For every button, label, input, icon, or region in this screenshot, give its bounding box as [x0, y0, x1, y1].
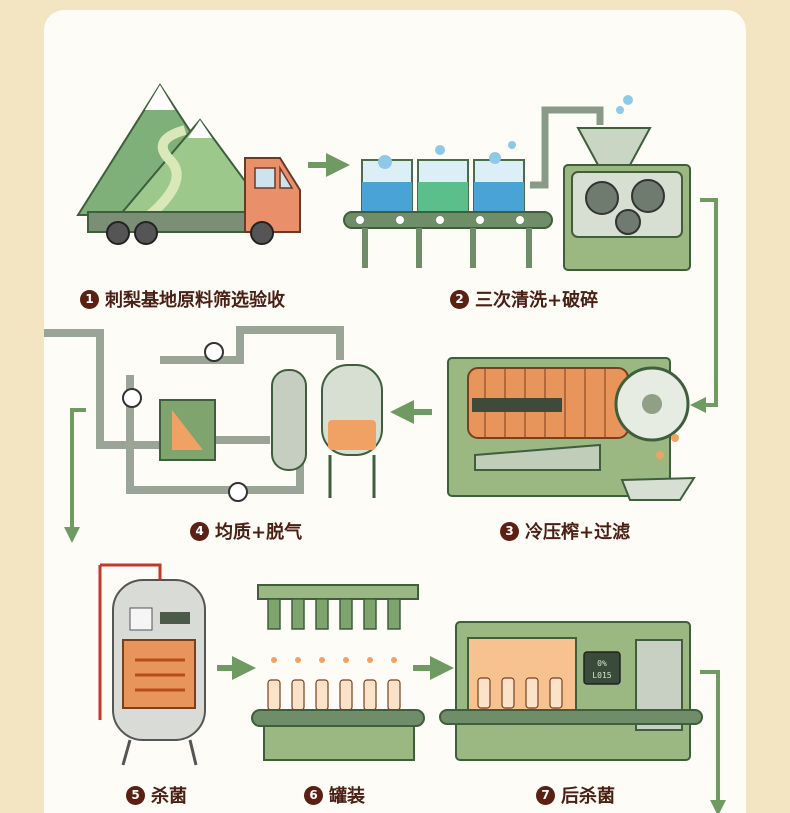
- step-7-label: 7 后杀菌: [536, 782, 615, 808]
- step-label-text: 杀菌: [151, 786, 187, 807]
- panel-readout-line1: 0%: [597, 659, 607, 668]
- step-number-badge: 2: [450, 289, 469, 309]
- step-number-badge: 4: [190, 521, 209, 541]
- step-number-badge: 3: [500, 521, 519, 541]
- step-label-text: 后杀菌: [561, 786, 615, 807]
- sterilizer-illustration: [98, 563, 206, 766]
- step-5-label: 5 杀菌: [126, 782, 187, 808]
- cold-press-illustration: [447, 357, 696, 501]
- flow-arrow-down: [690, 198, 718, 413]
- step-number-badge: 7: [536, 785, 555, 805]
- flow-arrow-down: [700, 670, 726, 813]
- step-1-label: 1 刺梨基地原料筛选验收: [80, 286, 285, 312]
- step-label-text: 均质+脱气: [215, 522, 303, 543]
- truck-mountain-illustration: [76, 83, 301, 245]
- step-label-text: 冷压榨+过滤: [525, 522, 631, 543]
- step-label-text: 罐装: [329, 786, 365, 807]
- step-3-label: 3 冷压榨+过滤: [500, 518, 630, 544]
- step-label-text: 刺梨基地原料筛选验收: [105, 290, 285, 311]
- step-number-badge: 1: [80, 289, 99, 309]
- post-sterilization-tunnel-illustration: 0% L015: [439, 621, 703, 761]
- step-number-badge: 5: [126, 785, 145, 805]
- step-label-text: 三次清洗+破碎: [475, 290, 599, 311]
- homogenizer-degasser-illustration: [44, 326, 383, 502]
- step-6-label: 6 罐装: [304, 782, 365, 808]
- washing-crushing-illustration: [343, 95, 691, 271]
- step-2-label: 2 三次清洗+破碎: [450, 286, 598, 312]
- panel-readout-line2: L015: [592, 671, 611, 680]
- step-number-badge: 6: [304, 785, 323, 805]
- filling-machine-illustration: [251, 584, 425, 761]
- flow-arrow-down: [64, 408, 86, 543]
- step-4-label: 4 均质+脱气: [190, 518, 302, 544]
